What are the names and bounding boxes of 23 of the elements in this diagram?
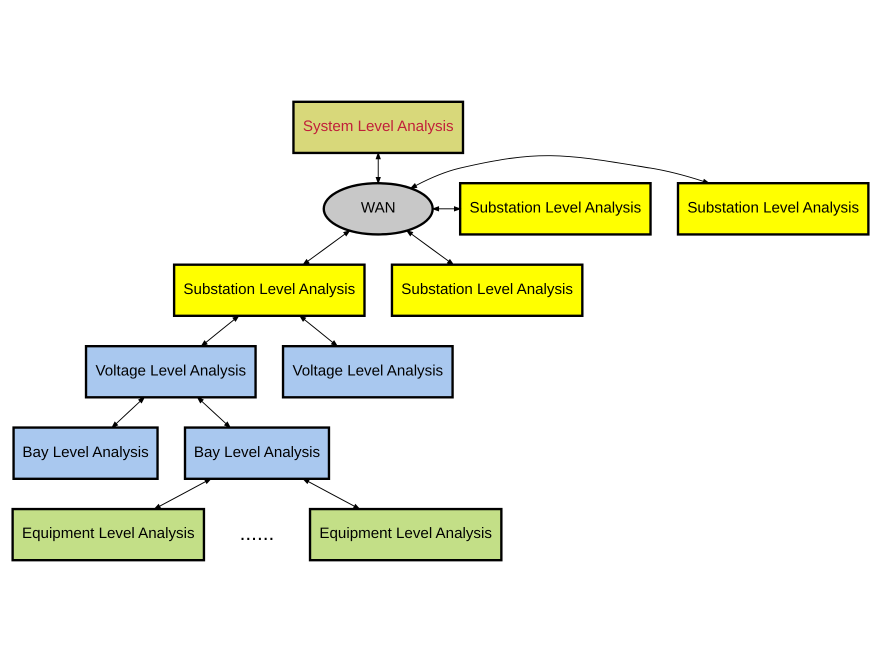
arrow (406, 229, 454, 265)
node-box: Bay Level Analysis (12, 426, 159, 480)
node-box: Substation Level Analysis (458, 182, 652, 236)
node-box: Substation Level Analysis (390, 263, 584, 317)
label: ...... (240, 521, 274, 544)
arrow (302, 229, 351, 265)
node-box: Substation Level Analysis (172, 263, 366, 317)
node-box: Substation Level Analysis (676, 182, 870, 236)
arrow (196, 396, 232, 428)
node-box: Equipment Level Analysis (11, 507, 206, 561)
arrow (200, 314, 240, 346)
node-box: Voltage Level Analysis (84, 344, 257, 398)
arrow (298, 314, 338, 346)
arrow (376, 151, 381, 184)
arrow (431, 206, 462, 211)
node-box: Bay Level Analysis (184, 426, 330, 480)
arrow (153, 478, 212, 510)
node-box: Equipment Level Analysis (308, 507, 503, 561)
node-box: System Level Analysis (292, 100, 464, 154)
arrow (410, 154, 710, 188)
arrow (302, 478, 361, 510)
arrow (111, 396, 146, 428)
node-box: Voltage Level Analysis (282, 344, 454, 398)
